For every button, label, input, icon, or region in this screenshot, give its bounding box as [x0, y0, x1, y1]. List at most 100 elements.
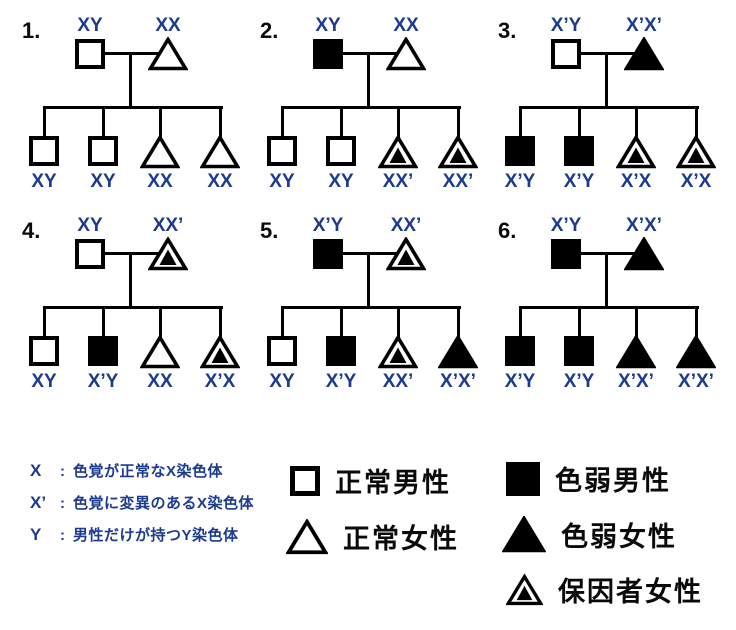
chromosome-separator: : [60, 527, 65, 544]
child-genotype-label: XX’ [442, 171, 474, 192]
child-drop-line [42, 306, 46, 339]
chromosome-separator: : [60, 463, 65, 480]
child-drop-line [280, 106, 284, 139]
child-square [88, 136, 118, 166]
child-genotype-label: XX’ [382, 171, 414, 192]
legend-triangle-filled-icon [502, 516, 546, 553]
father-genotype-label: XY [77, 15, 103, 36]
child-square [505, 336, 535, 366]
child-genotype-label: X’Y [563, 171, 595, 192]
descent-line [129, 252, 132, 309]
legend-triangle-carrier-icon [506, 572, 543, 605]
child-genotype-label: X’Y [504, 371, 536, 392]
father-genotype-label: XY [315, 15, 341, 36]
child-triangle [140, 135, 180, 169]
child-square [326, 336, 356, 366]
legend-label: 保因者女性 [558, 577, 703, 607]
child-square [29, 136, 59, 166]
child-genotype-label: X’Y [563, 371, 595, 392]
child-drop-line [158, 306, 162, 339]
pedigree-number: 5. [260, 218, 279, 243]
child-drop-line [634, 106, 638, 139]
child-drop-line [396, 106, 400, 139]
chromosome-symbol: X [30, 461, 42, 480]
child-genotype-label: XY [90, 171, 116, 192]
child-drop-line [456, 106, 460, 139]
descent-line [605, 52, 608, 109]
chromosome-symbol: Y [30, 525, 42, 544]
mother-genotype-label: X’X’ [626, 215, 662, 236]
chromosome-key-row: X’: 色覚に変異のあるX染色体 [30, 492, 254, 513]
chromosome-desc: 男性だけが持つY染色体 [73, 527, 239, 544]
child-genotype-label: XX [207, 171, 233, 192]
child-triangle [200, 335, 240, 369]
chromosome-symbol: X’ [30, 493, 47, 512]
legend-item: 色弱男性 [506, 459, 671, 498]
pedigree-number: 3. [498, 18, 517, 43]
descent-line [129, 52, 132, 109]
child-genotype-label: X’X [680, 171, 712, 192]
father-square [313, 239, 343, 269]
legend-label: 色弱女性 [561, 522, 677, 552]
chromosome-desc: 色覚が正常なX染色体 [73, 463, 224, 480]
child-drop-line [280, 306, 284, 339]
descent-line [367, 52, 370, 109]
child-drop-line [339, 106, 343, 139]
father-genotype-label: XY [77, 215, 103, 236]
child-drop-line [101, 306, 105, 339]
child-triangle [616, 135, 656, 169]
chromosome-desc: 色覚に変異のあるX染色体 [73, 495, 255, 512]
legend-item: 色弱女性 [502, 515, 677, 554]
legend-square-filled-icon [506, 461, 540, 496]
sibling-line [43, 306, 223, 309]
chromosome-separator: : [60, 495, 65, 512]
child-square [564, 136, 594, 166]
child-square [267, 336, 297, 366]
child-genotype-label: XY [31, 371, 57, 392]
legend-square-open-icon [290, 465, 320, 496]
pedigree-number: 2. [260, 18, 279, 43]
child-drop-line [101, 106, 105, 139]
child-triangle [438, 335, 478, 369]
child-triangle [200, 135, 240, 169]
child-drop-line [158, 106, 162, 139]
mother-triangle [624, 237, 664, 271]
child-drop-line [42, 106, 46, 139]
legend-item: 保因者女性 [506, 570, 703, 609]
child-drop-line [577, 106, 581, 139]
child-square [326, 136, 356, 166]
father-square [313, 39, 343, 69]
sibling-line [43, 106, 223, 109]
child-drop-line [518, 106, 522, 139]
chromosome-key-row: Y: 男性だけが持つY染色体 [30, 524, 239, 545]
child-square [267, 136, 297, 166]
child-genotype-label: XY [269, 371, 295, 392]
mother-triangle [386, 37, 426, 71]
child-genotype-label: X’X [620, 171, 652, 192]
chromosome-key-row: X: 色覚が正常なX染色体 [30, 460, 223, 481]
sibling-line [519, 306, 699, 309]
sibling-line [281, 306, 461, 309]
child-genotype-label: X’X’ [678, 371, 714, 392]
child-square [29, 336, 59, 366]
child-genotype-label: X’X’ [618, 371, 654, 392]
descent-line [605, 252, 608, 309]
mother-genotype-label: X’X’ [626, 15, 662, 36]
child-square [505, 136, 535, 166]
child-triangle [378, 335, 418, 369]
mother-triangle [386, 237, 426, 271]
child-genotype-label: XY [31, 171, 57, 192]
child-drop-line [218, 306, 222, 339]
legend-item: 正常男性 [290, 461, 451, 500]
child-genotype-label: X’Y [87, 371, 119, 392]
child-genotype-label: X’X [204, 371, 236, 392]
child-drop-line [634, 306, 638, 339]
child-drop-line [456, 306, 460, 339]
mother-genotype-label: XX’ [152, 215, 184, 236]
child-genotype-label: XY [269, 171, 295, 192]
child-triangle [140, 335, 180, 369]
